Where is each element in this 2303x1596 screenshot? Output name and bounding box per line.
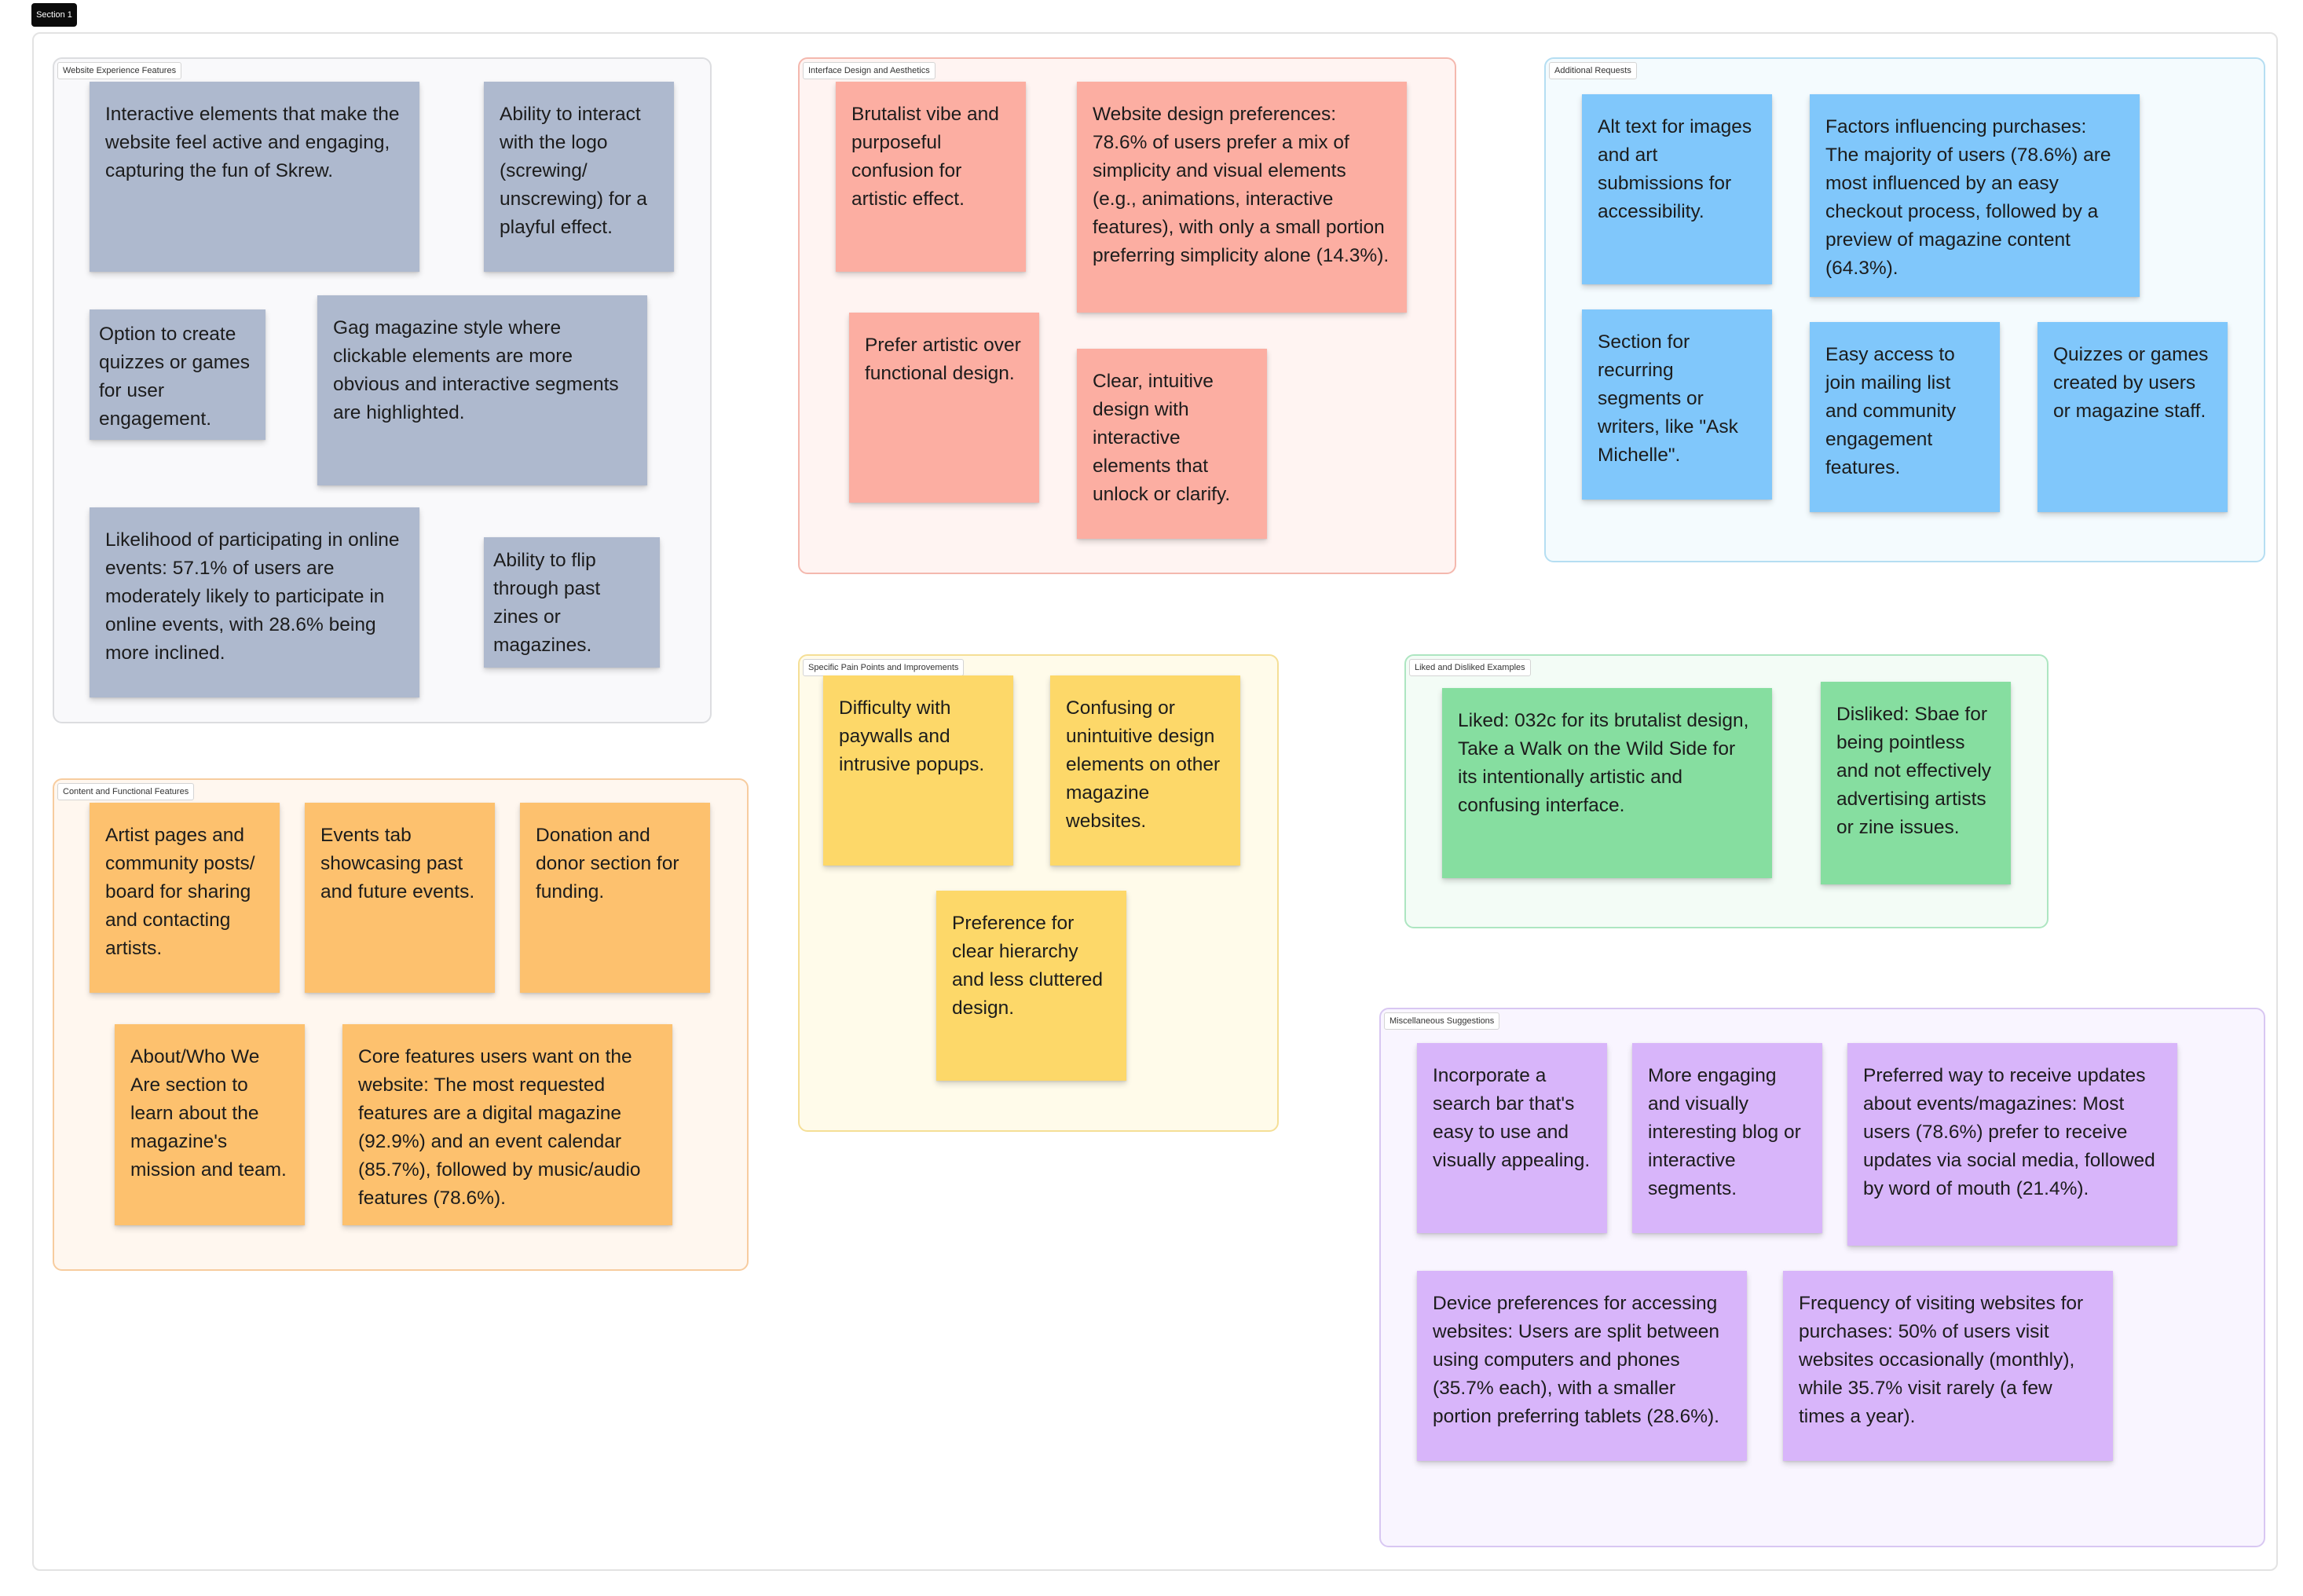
- sticky-note[interactable]: Section for recurring segments or writer…: [1582, 309, 1772, 500]
- group-label[interactable]: Miscellaneous Suggestions: [1384, 1012, 1500, 1030]
- sticky-note[interactable]: Liked: 032c for its brutalist design, Ta…: [1442, 688, 1772, 878]
- group-label[interactable]: Website Experience Features: [57, 62, 182, 79]
- group-label[interactable]: Additional Requests: [1549, 62, 1637, 79]
- sticky-note[interactable]: Gag magazine style where clickable eleme…: [317, 295, 647, 485]
- sticky-note[interactable]: More engaging and visually interesting b…: [1632, 1043, 1822, 1233]
- sticky-note[interactable]: Core features users want on the website:…: [342, 1024, 672, 1225]
- sticky-note[interactable]: Easy access to join mailing list and com…: [1810, 322, 2000, 512]
- sticky-note[interactable]: Ability to interact with the logo (screw…: [484, 82, 674, 272]
- group-label[interactable]: Interface Design and Aesthetics: [803, 62, 935, 79]
- group-label[interactable]: Specific Pain Points and Improvements: [803, 659, 965, 676]
- sticky-note[interactable]: Device preferences for accessing website…: [1417, 1271, 1747, 1461]
- sticky-note[interactable]: Frequency of visiting websites for purch…: [1783, 1271, 2113, 1461]
- group-label[interactable]: Content and Functional Features: [57, 783, 195, 800]
- sticky-note[interactable]: Events tab showcasing past and future ev…: [305, 803, 495, 993]
- sticky-note[interactable]: About/Who We Are section to learn about …: [115, 1024, 305, 1225]
- sticky-note[interactable]: Confusing or unintuitive design elements…: [1050, 675, 1240, 866]
- sticky-note[interactable]: Preference for clear hierarchy and less …: [936, 891, 1126, 1081]
- sticky-note[interactable]: Artist pages and community posts/ board …: [90, 803, 280, 993]
- group-label[interactable]: Liked and Disliked Examples: [1409, 659, 1531, 676]
- sticky-note[interactable]: Clear, intuitive design with interactive…: [1077, 349, 1267, 539]
- sticky-note[interactable]: Difficulty with paywalls and intrusive p…: [823, 675, 1013, 866]
- sticky-note[interactable]: Factors influencing purchases: The major…: [1810, 94, 2140, 297]
- sticky-note[interactable]: Disliked: Sbae for being pointless and n…: [1821, 682, 2011, 884]
- sticky-note[interactable]: Quizzes or games created by users or mag…: [2038, 322, 2228, 512]
- sticky-note[interactable]: Prefer artistic over functional design.: [849, 313, 1039, 503]
- sticky-note[interactable]: Ability to flip through past zines or ma…: [484, 537, 660, 668]
- section-label[interactable]: Section 1: [31, 3, 77, 27]
- sticky-note[interactable]: Website design preferences: 78.6% of use…: [1077, 82, 1407, 313]
- sticky-note[interactable]: Option to create quizzes or games for us…: [90, 309, 265, 440]
- sticky-note[interactable]: Donation and donor section for funding.: [520, 803, 710, 993]
- sticky-note[interactable]: Brutalist vibe and purposeful confusion …: [836, 82, 1026, 272]
- sticky-note[interactable]: Preferred way to receive updates about e…: [1847, 1043, 2177, 1246]
- sticky-note[interactable]: Likelihood of participating in online ev…: [90, 507, 419, 697]
- sticky-note[interactable]: Interactive elements that make the websi…: [90, 82, 419, 272]
- sticky-note[interactable]: Alt text for images and art submissions …: [1582, 94, 1772, 284]
- sticky-note[interactable]: Incorporate a search bar that's easy to …: [1417, 1043, 1607, 1233]
